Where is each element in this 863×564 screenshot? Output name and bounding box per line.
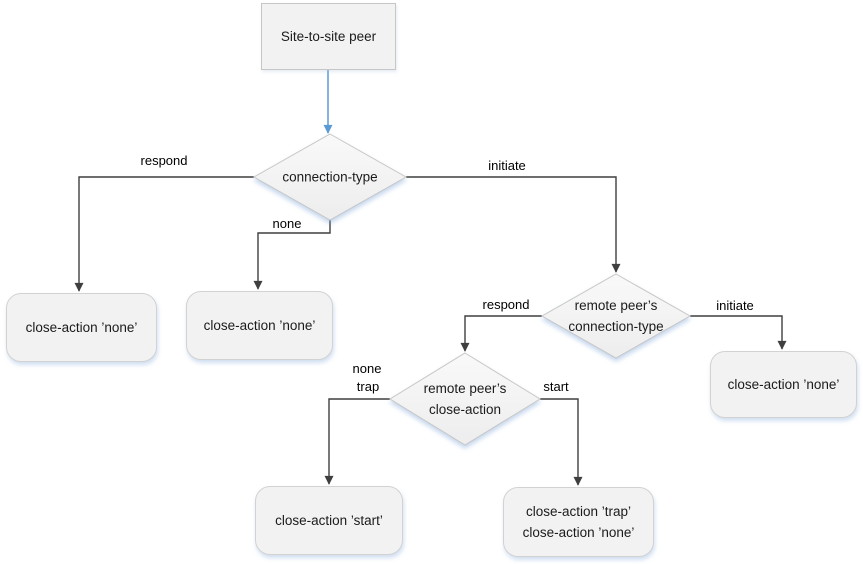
node-label: close-action ’start’ [275,513,383,528]
node-close-action-trap-none: close-action ’trap’ close-action ’none’ [503,487,654,557]
decision-label-line2: connection-type [568,319,664,334]
edge-label-trap: trap [356,379,380,394]
edge-initiate-to-remote-connection-type [406,176,621,273]
decision-label-line2: close-action [428,402,502,417]
edge-start-to-trap-box [540,398,583,486]
edge-none-trap-to-start-box [324,398,390,485]
decision-connection-type-label: connection-type [282,169,378,185]
edge-label-none-1: none [272,216,302,231]
edge-respond-to-remote-close-action [460,315,542,352]
node-close-action-start: close-action ’start’ [255,486,403,555]
edge-respond-to-none-box [74,176,254,292]
node-close-action-none-none: close-action ’none’ [186,291,333,360]
decision-remote-close-action-shape [389,352,541,446]
decision-label-line1: remote peer’s [574,298,658,313]
node-site-to-site-peer-label: Site-to-site peer [280,29,377,44]
decision-remote-connection-type-label: remote peer’s connection-type [541,295,691,337]
edge-label-respond-1: respond [140,153,188,168]
decision-label-line1: remote peer’s [423,381,507,396]
node-close-action-none-initiate: close-action ’none’ [710,351,857,418]
decision-connection-type-shape [252,133,408,221]
edge-initiate-to-none-box [690,315,787,350]
node-close-action-none-respond: close-action ’none’ [6,293,157,362]
node-label: close-action ’none’ [727,377,840,392]
edge-label-initiate-1: initiate [488,158,526,173]
node-label: close-action ’none’ [25,320,138,335]
edge-label-start: start [543,379,569,394]
edge-label-initiate-2: initiate [716,298,754,313]
edge-label-respond-2: respond [482,297,530,312]
edge-label-none-2: none [352,361,382,376]
decision-remote-connection-type-shape [540,273,692,359]
node-site-to-site-peer: Site-to-site peer [261,3,396,70]
node-label-line1: close-action ’trap’ [525,504,632,519]
edge-none-to-none-box [253,220,331,290]
decision-remote-close-action-label: remote peer’s close-action [390,378,540,420]
node-label: close-action ’none’ [203,318,316,333]
node-label-line2: close-action ’none’ [522,525,635,540]
node-label: close-action ’trap’ close-action ’none’ [523,501,635,543]
